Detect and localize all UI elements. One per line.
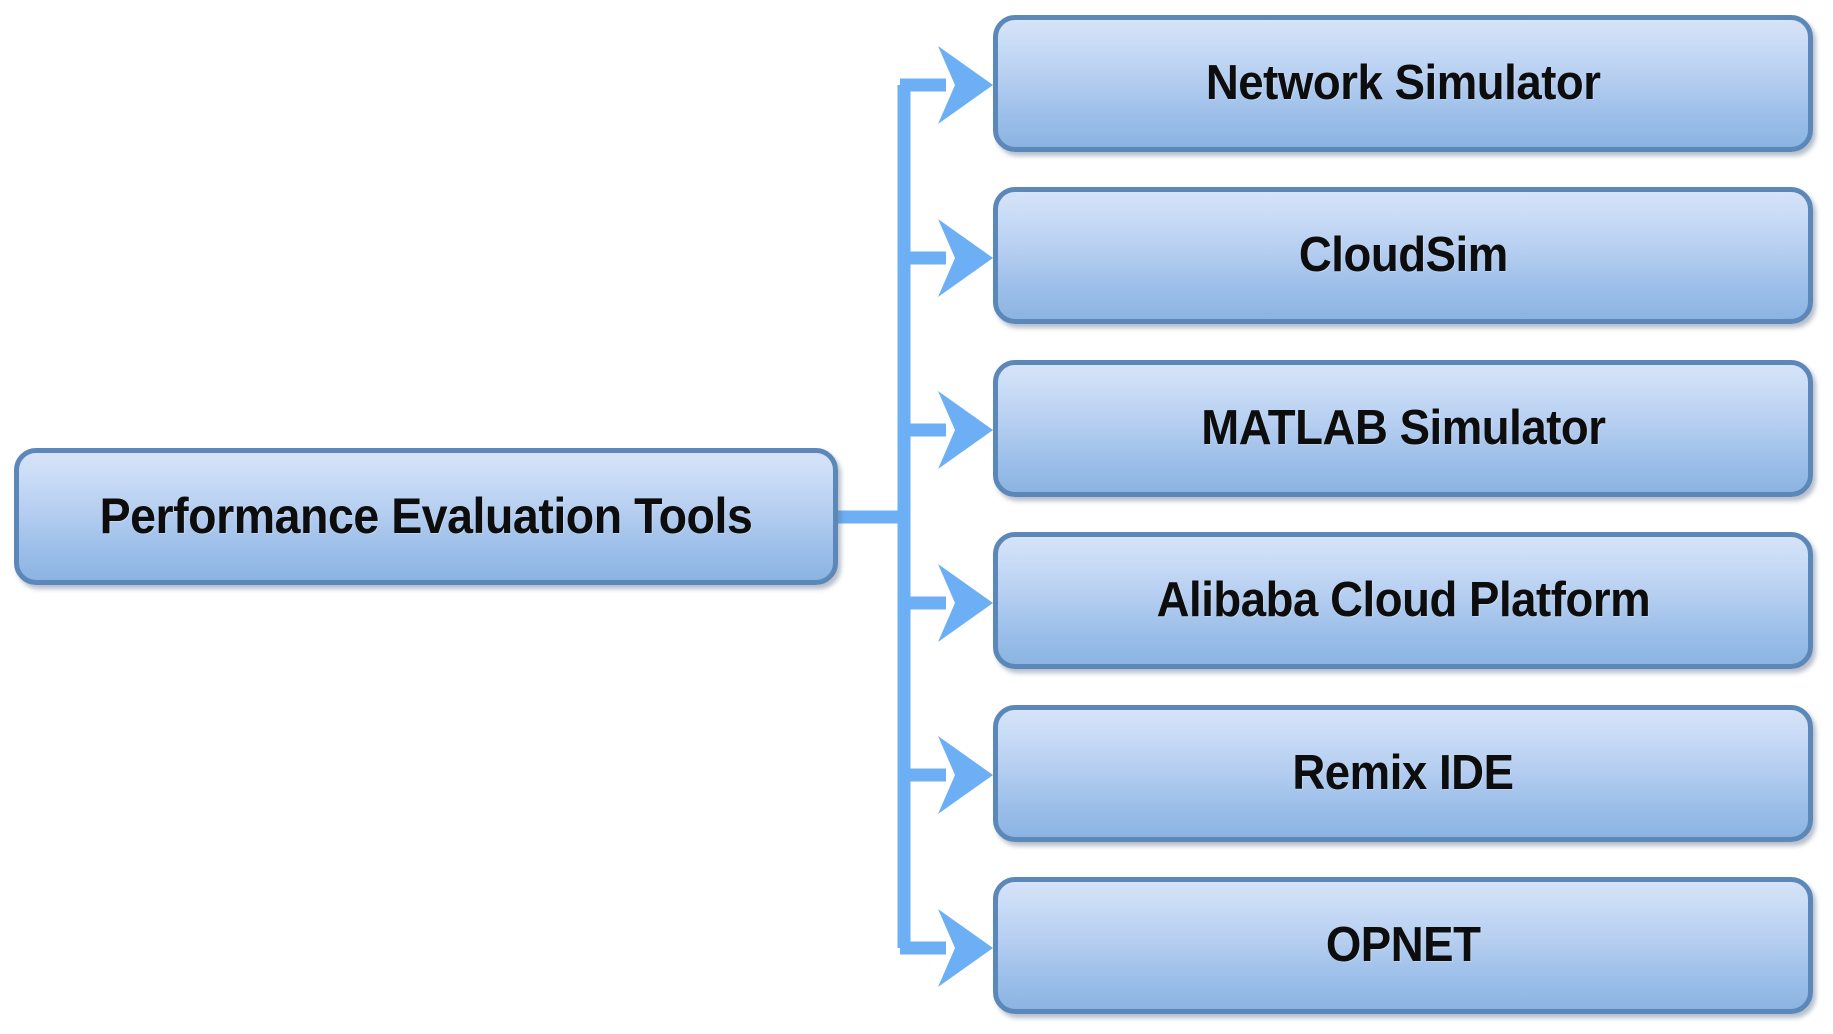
branch-connector-3 <box>900 391 993 469</box>
child-node-label: Alibaba Cloud Platform <box>1156 572 1650 627</box>
branch-connector-6 <box>900 909 993 987</box>
root-node-label: Performance Evaluation Tools <box>99 488 753 545</box>
arrow-head-6 <box>938 909 993 987</box>
branch-connector-2 <box>900 219 993 297</box>
arrow-head-4 <box>938 564 993 642</box>
arrow-head-1 <box>938 46 993 124</box>
child-node-label: Network Simulator <box>1205 55 1601 110</box>
child-node-network-simulator[interactable]: Network Simulator <box>993 15 1813 152</box>
root-node[interactable]: Performance Evaluation Tools <box>14 448 838 585</box>
arrow-head-5 <box>938 736 993 814</box>
child-node-matlab-simulator[interactable]: MATLAB Simulator <box>993 360 1813 497</box>
child-node-label: MATLAB Simulator <box>1200 400 1606 455</box>
child-node-remix-ide[interactable]: Remix IDE <box>993 705 1813 842</box>
child-node-cloudsim[interactable]: CloudSim <box>993 187 1813 324</box>
branch-connector-5 <box>900 736 993 814</box>
arrow-head-2 <box>938 219 993 297</box>
branch-connector-1 <box>900 46 993 124</box>
child-node-alibaba-cloud-platform[interactable]: Alibaba Cloud Platform <box>993 532 1813 669</box>
child-node-label: CloudSim <box>1298 227 1508 282</box>
child-node-opnet[interactable]: OPNET <box>993 877 1813 1014</box>
branch-connector-4 <box>900 564 993 642</box>
child-node-label: Remix IDE <box>1292 745 1514 800</box>
arrow-head-3 <box>938 391 993 469</box>
child-node-label: OPNET <box>1325 917 1481 972</box>
